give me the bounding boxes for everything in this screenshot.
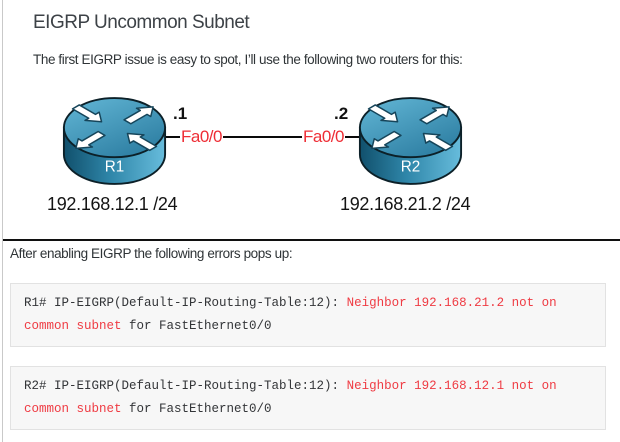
intro-paragraph: The first EIGRP issue is easy to spot, I… xyxy=(33,52,463,67)
router-arrows-icon xyxy=(365,103,456,153)
error-text: common subnet xyxy=(24,402,122,416)
code-line: common subnet for FastEthernet0/0 xyxy=(24,398,592,421)
page-title: EIGRP Uncommon Subnet xyxy=(33,12,250,33)
left-edge-line xyxy=(2,0,3,442)
error-text: common subnet xyxy=(24,319,122,333)
code-plain-text: R2# IP-EIGRP(Default-IP-Routing-Table:12… xyxy=(24,379,347,393)
terminal-output-r1: R1# IP-EIGRP(Default-IP-Routing-Table:12… xyxy=(10,283,606,347)
code-line: R1# IP-EIGRP(Default-IP-Routing-Table:12… xyxy=(24,292,592,315)
network-diagram: R1 R2 .1 Fa0/0 Fa0/0 .2 192.168.12.1 /24… xyxy=(0,88,620,220)
code-plain-text: R1# IP-EIGRP(Default-IP-Routing-Table:12… xyxy=(24,296,347,310)
after-paragraph: After enabling EIGRP the following error… xyxy=(10,246,293,261)
interface-label-left: Fa0/0 xyxy=(180,127,223,146)
code-line: common subnet for FastEthernet0/0 xyxy=(24,315,592,338)
link-line xyxy=(166,136,359,138)
router-r2-label: R2 xyxy=(401,159,421,176)
router-r1-icon: R1 xyxy=(62,97,167,185)
router-r2-icon: R2 xyxy=(358,97,463,185)
ip-label-r1: 192.168.12.1 /24 xyxy=(47,194,178,214)
router-r1-label: R1 xyxy=(105,159,125,176)
section-divider xyxy=(3,239,620,241)
host-suffix-left: .1 xyxy=(173,104,188,123)
error-text: Neighbor 192.168.12.1 not on xyxy=(346,379,557,393)
host-suffix-right: .2 xyxy=(334,104,349,123)
code-line: R2# IP-EIGRP(Default-IP-Routing-Table:12… xyxy=(24,375,592,398)
code-plain-text: for FastEthernet0/0 xyxy=(121,402,272,416)
error-text: Neighbor 192.168.21.2 not on xyxy=(346,296,557,310)
ip-label-r2: 192.168.21.2 /24 xyxy=(340,194,471,214)
router-arrows-icon xyxy=(69,103,160,153)
interface-label-right: Fa0/0 xyxy=(302,127,345,146)
code-plain-text: for FastEthernet0/0 xyxy=(121,319,272,333)
terminal-output-r2: R2# IP-EIGRP(Default-IP-Routing-Table:12… xyxy=(10,366,606,430)
